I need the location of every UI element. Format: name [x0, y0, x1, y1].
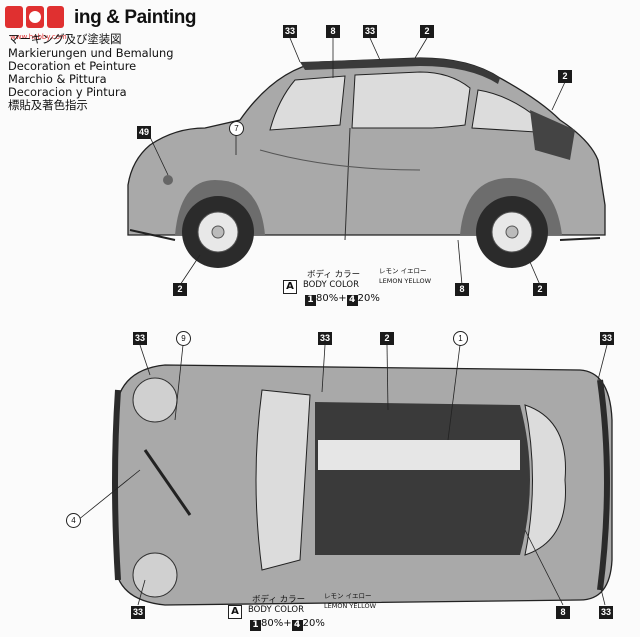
- circled-top-9: 9: [176, 331, 191, 346]
- top-view-car: [77, 344, 613, 606]
- callout-side-8a: 8: [326, 25, 340, 38]
- color-note-top-paren-jp: レモン イエロー: [324, 592, 372, 600]
- circled-side-7: 7: [229, 121, 244, 136]
- top-right-headlight: [132, 552, 178, 598]
- mix-plus: +: [338, 293, 347, 304]
- callout-top-33a: 33: [133, 332, 147, 345]
- color-note-jp: ボディ カラー: [307, 270, 361, 280]
- callout-side-33b: 33: [363, 25, 377, 38]
- color-note-paren-jp: レモン イエロー: [379, 267, 427, 275]
- subtitle-cn: 標貼及著色指示: [8, 98, 88, 112]
- color-note-code: A: [283, 280, 297, 294]
- side-headlight: [163, 175, 173, 185]
- color-note-top-paren-en: LEMON YELLOW: [324, 602, 377, 610]
- color-note-top-code: A: [228, 605, 242, 619]
- top-roof: [315, 402, 530, 555]
- watermark-url: www.hobby.com: [10, 33, 67, 41]
- side-view-car: [127, 37, 606, 286]
- subtitle-de: Markierungen und Bemalung: [8, 46, 174, 60]
- color-note-en: BODY COLOR: [303, 280, 360, 290]
- callout-top-33d: 33: [131, 606, 145, 619]
- subtitle-es: Decoracion y Pintura: [8, 85, 127, 99]
- mix-a-num: 1: [305, 295, 316, 306]
- callout-side-2a: 2: [420, 25, 434, 38]
- callout-top-33b: 33: [318, 332, 332, 345]
- top-leader-lines: [77, 344, 608, 606]
- subtitle-jp: マーキング及び塗装図: [8, 32, 122, 46]
- top-mix-a-pct: 80%: [261, 618, 284, 629]
- color-note-side: ボディ カラー レモン イエロー A BODY COLOR LEMON YELL…: [283, 267, 483, 308]
- side-front-window: [269, 75, 346, 131]
- callout-side-49: 49: [137, 126, 151, 139]
- callout-top-8: 8: [556, 606, 570, 619]
- page-title: ing & Painting: [74, 7, 197, 28]
- top-roof-white-band: [318, 440, 520, 470]
- top-mix-plus: +: [283, 618, 292, 629]
- color-note-top: ボディ カラー レモン イエロー A BODY COLOR LEMON YELL…: [228, 592, 428, 633]
- color-note-top-jp: ボディ カラー: [252, 595, 306, 605]
- color-note-top-en: BODY COLOR: [248, 605, 305, 615]
- top-front-bumper: [112, 389, 121, 581]
- top-mix-b-pct: 20%: [302, 618, 325, 629]
- callout-side-2c: 2: [173, 283, 187, 296]
- side-roof-strip: [300, 58, 500, 84]
- callout-side-33a: 33: [283, 25, 297, 38]
- side-engine-vent: [530, 110, 575, 160]
- circled-top-4: 4: [66, 513, 81, 528]
- callout-top-33c: 33: [600, 332, 614, 345]
- circled-top-1: 1: [453, 331, 468, 346]
- mix-a-pct: 80%: [316, 293, 339, 304]
- color-note-paren-en: LEMON YELLOW: [379, 277, 432, 285]
- mix-b-num: 4: [346, 295, 358, 306]
- watermark-logo-icon: [5, 6, 64, 28]
- top-rear-window: [524, 404, 566, 556]
- subtitle-it: Marchio & Pittura: [8, 72, 107, 86]
- top-mix-a-num: 1: [250, 620, 261, 631]
- mix-b-pct: 20%: [357, 293, 380, 304]
- callout-side-2b: 2: [558, 70, 572, 83]
- side-door-window: [351, 71, 471, 129]
- callout-top-2: 2: [380, 332, 394, 345]
- callout-side-8b: 8: [455, 283, 469, 296]
- top-rear-bumper: [597, 379, 610, 591]
- top-bonnet-stripe: [143, 449, 192, 516]
- top-mix-b-num: 4: [291, 620, 303, 631]
- subtitle-fr: Decoration et Peinture: [8, 59, 137, 73]
- top-left-headlight: [132, 377, 178, 423]
- callout-top-33e: 33: [599, 606, 613, 619]
- callout-side-2d: 2: [533, 283, 547, 296]
- top-windshield: [255, 389, 311, 571]
